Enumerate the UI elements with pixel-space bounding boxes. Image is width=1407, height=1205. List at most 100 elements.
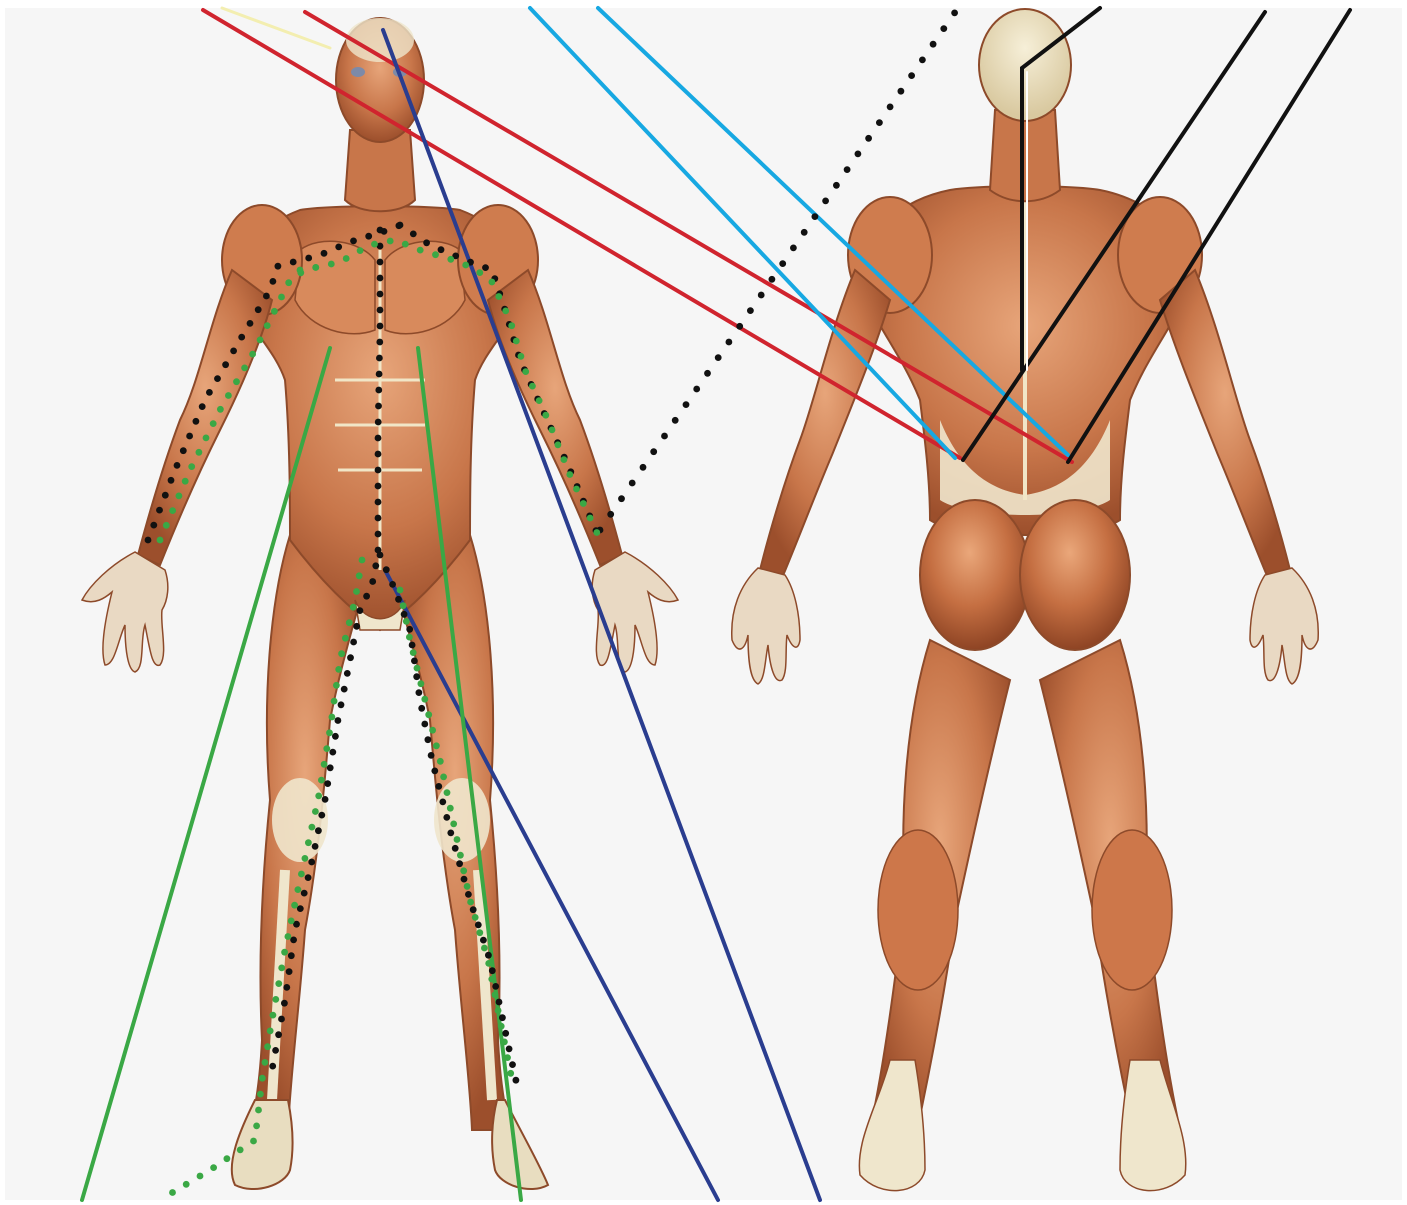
- black-dotted-diagonal-dot: [801, 229, 808, 236]
- black-dotted-diagonal-dot: [758, 292, 765, 299]
- green-dotted-arms-dot: [542, 412, 549, 419]
- green-dotted-right-leg-dot: [501, 1039, 508, 1046]
- black-dotted-diagonal-dot: [940, 25, 947, 32]
- green-dotted-left-leg-dot: [259, 1075, 266, 1082]
- green-dotted-right-leg-dot: [425, 711, 432, 718]
- green-dotted-arms-dot: [233, 378, 240, 385]
- black-dotted-left-arm-dot: [230, 348, 237, 355]
- green-dotted-arms-dot: [573, 486, 580, 493]
- black-dotted-left-leg-dot: [278, 1016, 285, 1023]
- green-dotted-arms-dot: [561, 456, 568, 463]
- black-dotted-left-leg-dot: [315, 827, 322, 834]
- black-dotted-diagonal-dot: [844, 166, 851, 173]
- green-dotted-arms-dot: [447, 256, 454, 263]
- green-dotted-left-leg-dot: [237, 1147, 244, 1154]
- green-dotted-arms-dot: [264, 322, 271, 329]
- green-dotted-left-leg-dot: [359, 557, 366, 564]
- black-dotted-left-arm-dot: [162, 492, 169, 499]
- black-dotted-left-arm-dot: [193, 418, 200, 425]
- green-dotted-arms-dot: [182, 478, 189, 485]
- black-dotted-left-leg-dot: [305, 874, 312, 881]
- green-dotted-arms-dot: [157, 537, 164, 544]
- front-left-knee: [272, 778, 328, 862]
- black-dotted-diagonal-dot: [898, 88, 905, 95]
- black-dotted-left-leg-dot: [375, 387, 382, 394]
- green-dotted-right-leg-dot: [507, 1070, 514, 1077]
- black-dotted-left-arm-dot: [321, 250, 328, 257]
- black-dotted-diagonal-dot: [747, 307, 754, 314]
- green-dotted-arms-dot: [489, 279, 496, 286]
- green-dotted-right-leg-dot: [454, 836, 461, 843]
- black-dotted-left-leg-dot: [269, 1063, 276, 1070]
- green-dotted-left-leg-dot: [262, 1059, 269, 1066]
- green-dotted-left-leg-dot: [331, 698, 338, 705]
- black-dotted-left-leg-dot: [376, 371, 383, 378]
- black-dotted-left-arm-dot: [270, 278, 277, 285]
- back-right-gluteus: [1020, 500, 1130, 650]
- green-dotted-right-leg-dot: [403, 618, 410, 625]
- green-dotted-arms-dot: [257, 337, 264, 344]
- green-dotted-left-leg-dot: [291, 902, 298, 909]
- green-dotted-right-leg-dot: [418, 680, 425, 687]
- green-dotted-left-leg-dot: [264, 1043, 271, 1050]
- green-dotted-arms-dot: [328, 261, 335, 268]
- black-dotted-left-arm-dot: [290, 259, 297, 266]
- green-dotted-right-leg-dot: [429, 727, 436, 734]
- green-dotted-right-leg-dot: [414, 665, 421, 672]
- green-dotted-right-leg-dot: [437, 758, 444, 765]
- green-dotted-left-leg-dot: [250, 1138, 257, 1145]
- black-dotted-left-leg-dot: [372, 562, 379, 569]
- black-dotted-left-arm-dot: [174, 462, 181, 469]
- back-left-calf: [878, 830, 958, 990]
- green-dotted-left-leg-dot: [329, 714, 336, 721]
- green-dotted-right-leg-dot: [400, 602, 407, 609]
- black-dotted-right-leg-dot: [395, 596, 402, 603]
- green-dotted-arms-dot: [587, 515, 594, 522]
- green-dotted-arms-dot: [271, 308, 278, 315]
- green-dotted-arms-dot: [549, 427, 556, 434]
- green-dotted-left-leg-dot: [285, 933, 292, 940]
- black-dotted-left-arm-dot: [255, 306, 262, 313]
- front-eye: [351, 67, 365, 77]
- black-dotted-left-leg-dot: [375, 483, 382, 490]
- black-dotted-diagonal-dot: [876, 119, 883, 126]
- black-dotted-left-leg-dot: [377, 307, 384, 314]
- black-dotted-left-leg-dot: [377, 259, 384, 266]
- black-dotted-right-leg-dot: [485, 952, 492, 959]
- green-dotted-right-leg-dot: [504, 1054, 511, 1061]
- black-dotted-right-leg-dot: [489, 967, 496, 974]
- black-dotted-left-arm-dot: [305, 255, 312, 262]
- black-dotted-right-leg-dot: [513, 1077, 520, 1084]
- black-dotted-right-leg-dot: [456, 860, 463, 867]
- green-dotted-arms-dot: [188, 463, 195, 470]
- green-dotted-shoulder-dot: [297, 267, 304, 274]
- green-dotted-arms-dot: [529, 383, 536, 390]
- black-dotted-right-leg-dot: [389, 581, 396, 588]
- green-dotted-left-leg-dot: [169, 1189, 176, 1196]
- green-dotted-left-leg-dot: [224, 1155, 231, 1162]
- green-dotted-left-leg-dot: [275, 980, 282, 987]
- black-dotted-left-arm-dot: [145, 537, 152, 544]
- green-dotted-arms-dot: [225, 392, 232, 399]
- green-dotted-left-leg-dot: [335, 666, 342, 673]
- black-dotted-right-leg-dot: [443, 814, 450, 821]
- black-dotted-diagonal-dot: [715, 354, 722, 361]
- black-dotted-left-leg-dot: [375, 435, 382, 442]
- green-dotted-left-leg-dot: [197, 1173, 204, 1180]
- black-dotted-diagonal-dot: [736, 323, 743, 330]
- green-dotted-left-leg-dot: [321, 761, 328, 768]
- black-dotted-right-leg-dot: [492, 983, 499, 990]
- green-dotted-right-leg-dot: [485, 960, 492, 967]
- green-dotted-left-leg-dot: [326, 729, 333, 736]
- black-dotted-diagonal-dot: [951, 10, 958, 17]
- green-dotted-arms-dot: [210, 420, 217, 427]
- black-dotted-right-arm-dot: [410, 231, 417, 238]
- black-dotted-right-leg-dot: [431, 768, 438, 775]
- black-dotted-right-leg-dot: [480, 937, 487, 944]
- black-dotted-right-arm-dot: [438, 246, 445, 253]
- black-dotted-left-arm-dot: [238, 334, 245, 341]
- black-dotted-left-leg-dot: [329, 749, 336, 756]
- black-dotted-left-arm-dot: [180, 447, 187, 454]
- black-dotted-diagonal-dot: [908, 72, 915, 79]
- back-neck: [990, 110, 1060, 201]
